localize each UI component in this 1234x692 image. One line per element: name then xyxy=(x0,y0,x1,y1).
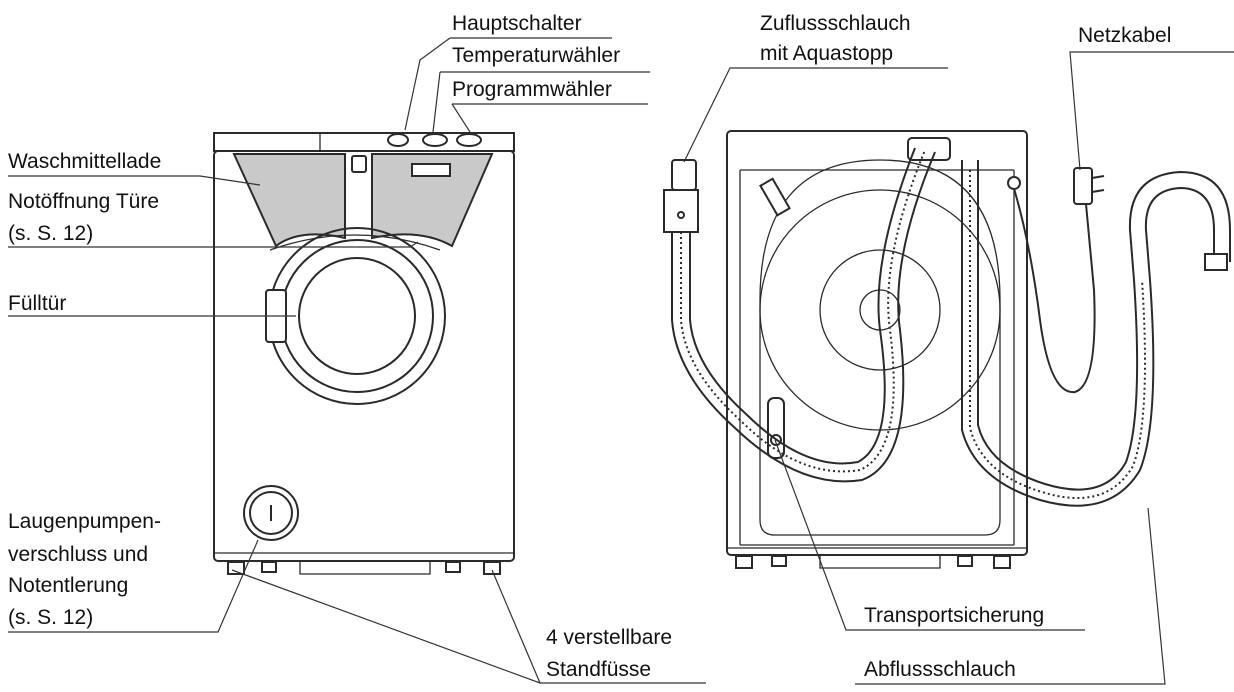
inlet-hose-line xyxy=(680,149,926,473)
label-pump-line4: (s. S. 12) xyxy=(8,606,94,629)
foot-3 xyxy=(445,561,461,573)
power-cable xyxy=(1007,167,1105,394)
pump-cap-outer xyxy=(243,485,299,541)
label-temperature-selector: Temperaturwähler xyxy=(452,44,621,67)
detergent-drawer xyxy=(232,153,346,248)
label-drain-hose: Abflussschlauch xyxy=(864,658,1016,681)
label-pump-line1: Laugenpumpen- xyxy=(8,510,161,533)
pump-cap-inner xyxy=(249,491,293,535)
foot-4 xyxy=(483,561,501,575)
drain-hose xyxy=(961,160,1231,507)
main-switch-knob xyxy=(387,133,409,147)
back-foot-3 xyxy=(957,555,973,567)
program-knob xyxy=(456,133,482,147)
label-feet-line1: 4 verstellbare xyxy=(546,626,673,649)
inlet-valve xyxy=(907,137,951,161)
door-glass xyxy=(298,257,416,375)
inlet-hose xyxy=(663,147,936,483)
front-view-machine xyxy=(213,132,515,575)
label-emergency-door-line2: (s. S. 12) xyxy=(8,222,94,245)
drain-hose-inner xyxy=(977,160,1231,491)
label-feet-line2: Standfüsse xyxy=(546,658,652,681)
back-view-machine xyxy=(726,130,1028,569)
leader-lines xyxy=(8,37,1234,685)
label-inlet-hose-line1: Zuflussschlauch xyxy=(760,12,911,35)
foot-2 xyxy=(261,561,277,573)
drum-back-plate xyxy=(759,159,1001,536)
power-plug xyxy=(1073,167,1093,205)
aquastop-connector xyxy=(671,159,697,191)
back-body xyxy=(726,130,1028,556)
drum-ring-middle xyxy=(819,249,941,371)
label-emergency-door-line1: Notöffnung Türe xyxy=(8,190,159,213)
display-window xyxy=(411,163,451,177)
label-power-cable: Netzkabel xyxy=(1078,24,1172,47)
back-foot-1 xyxy=(735,555,753,569)
label-inlet-hose-line2: mit Aquastopp xyxy=(760,42,894,65)
temperature-knob xyxy=(422,133,448,147)
control-panel-right xyxy=(371,153,494,248)
drain-hose-outer xyxy=(961,160,1215,507)
back-foot-4 xyxy=(993,555,1011,569)
front-body xyxy=(213,150,515,562)
label-detergent-drawer: Waschmittellade xyxy=(8,150,162,173)
back-foot-2 xyxy=(771,555,787,567)
power-cable-line xyxy=(1011,181,1096,394)
door-middle-ring xyxy=(280,239,434,393)
label-loading-door: Fülltür xyxy=(8,292,67,315)
label-pump-line3: Notentlerung xyxy=(8,574,129,597)
label-main-switch: Hauptschalter xyxy=(452,12,582,35)
drain-hose-end xyxy=(1204,253,1228,271)
back-vent xyxy=(759,177,791,217)
drum-ring-outer xyxy=(759,189,1001,431)
label-transport-lock: Transportsicherung xyxy=(864,604,1045,627)
foot-1 xyxy=(227,561,245,575)
label-pump-line2: verschluss und xyxy=(8,543,149,566)
door-emergency-icon xyxy=(351,155,367,173)
transport-lock xyxy=(767,397,785,459)
label-program-selector: Programmwähler xyxy=(452,78,612,101)
